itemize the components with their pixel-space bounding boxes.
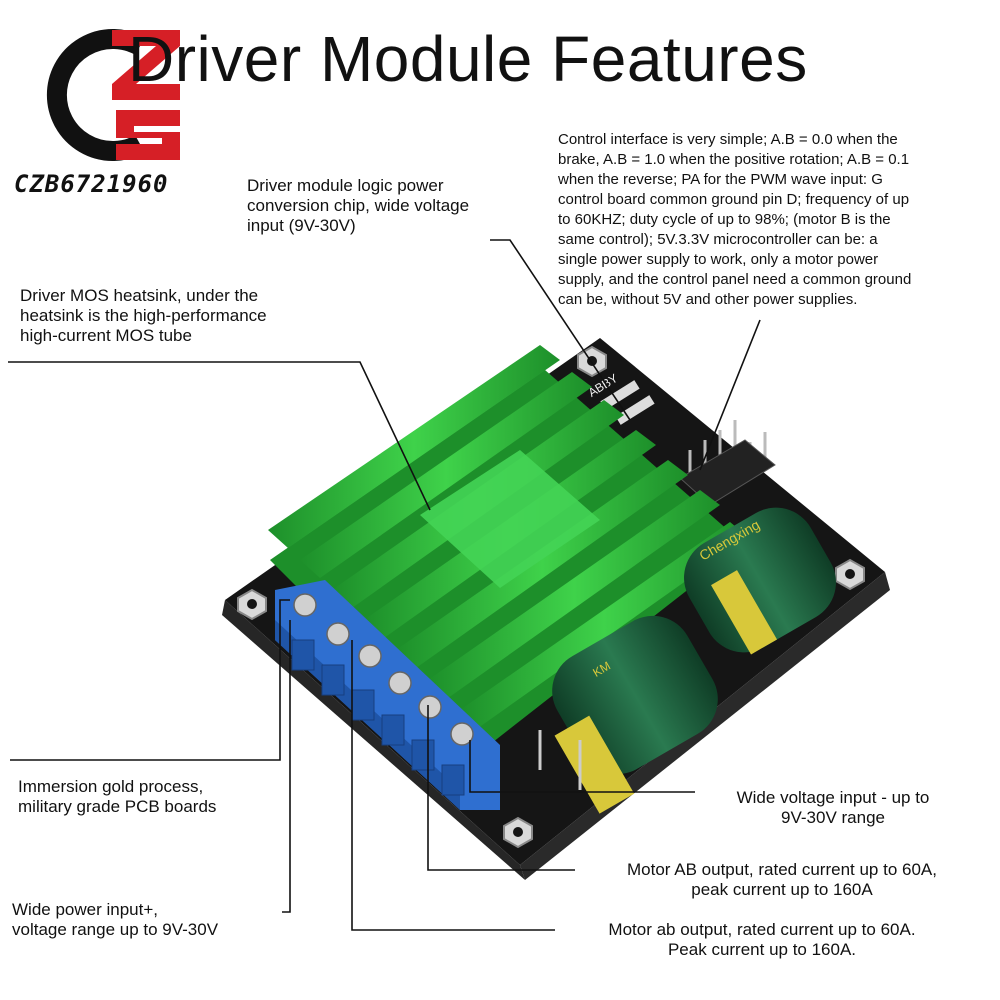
callout-power-input: Wide power input+, voltage range up to 9… <box>12 900 219 939</box>
brand-logo <box>46 29 180 161</box>
brand-watermark: CZB6721960 <box>14 170 169 198</box>
callout-pcb: Immersion gold process, military grade P… <box>18 777 217 816</box>
callout-motor-AB: Motor AB output, rated current up to 60A… <box>627 860 937 899</box>
callout-control-interface: Control interface is very simple; A.B = … <box>558 131 912 308</box>
callout-motor-ab: Motor ab output, rated current up to 60A… <box>608 920 916 959</box>
callout-heatsink: Driver MOS heatsink, under the heatsink … <box>20 286 267 345</box>
callout-wide-input: Wide voltage input - up to 9V-30V range <box>736 788 930 827</box>
callout-logic-power: Driver module logic power conversion chi… <box>247 176 470 235</box>
page-title: Driver Module Features <box>128 23 808 95</box>
